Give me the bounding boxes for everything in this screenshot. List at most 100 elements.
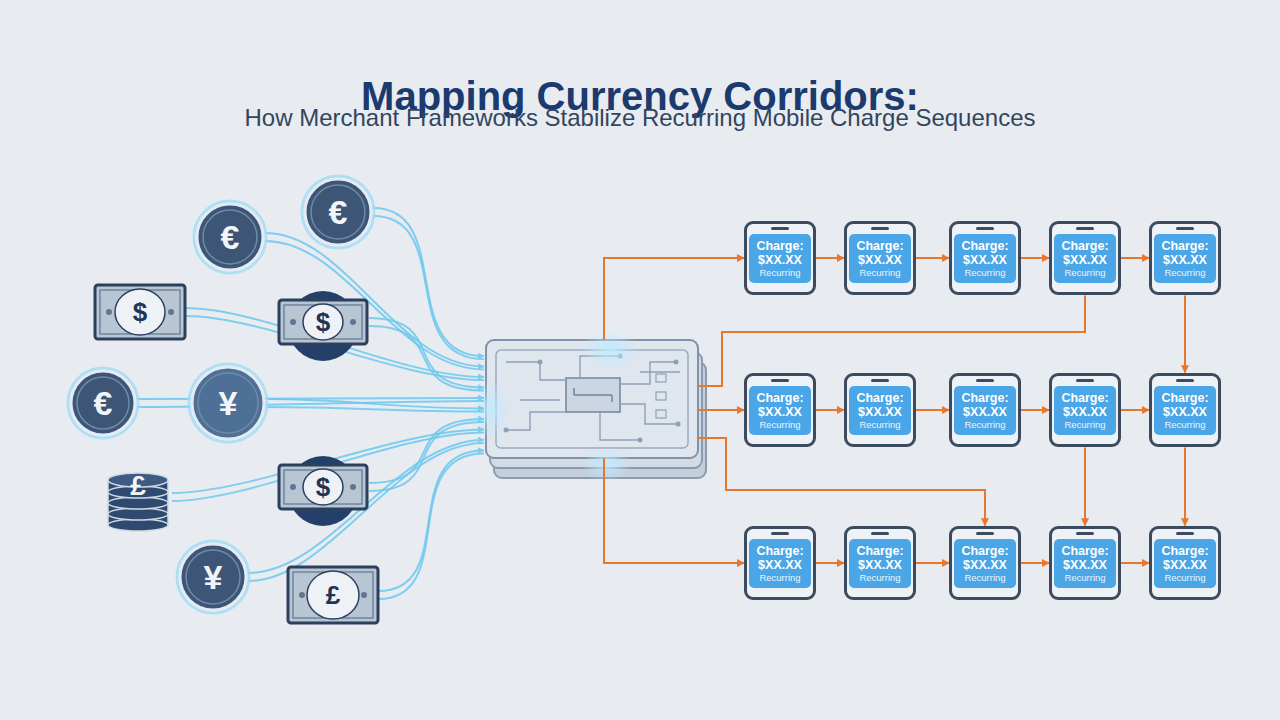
phone-notch	[1176, 532, 1194, 535]
flow-arrow	[1021, 562, 1049, 564]
charge-type: Recurring	[956, 573, 1014, 584]
phone-screen: Charge: $XX.XXRecurring	[749, 386, 811, 436]
phone-screen: Charge: $XX.XXRecurring	[1054, 386, 1116, 436]
phone-notch	[1176, 379, 1194, 382]
currency-icon: $	[275, 451, 371, 523]
charge-type: Recurring	[1056, 573, 1114, 584]
charge-type: Recurring	[1156, 573, 1214, 584]
currency-icon: ¥	[176, 540, 250, 614]
charge-type: Recurring	[1156, 420, 1214, 431]
flow-arrow	[816, 562, 844, 564]
currency-flow	[373, 216, 484, 359]
phone-screen: Charge: $XX.XXRecurring	[1054, 234, 1116, 284]
currency-flow	[248, 440, 484, 573]
phone-node: Charge: $XX.XXRecurring	[949, 221, 1021, 296]
flow-arrow	[1021, 409, 1049, 411]
processor-chip	[470, 330, 706, 482]
phone-node: Charge: $XX.XXRecurring	[744, 221, 816, 296]
phone-notch	[771, 532, 789, 535]
phone-node: Charge: $XX.XXRecurring	[1149, 221, 1221, 296]
charge-text: Charge: $XX.XX	[956, 239, 1014, 267]
currency-symbol: ¥	[204, 560, 223, 594]
phone-screen: Charge: $XX.XXRecurring	[749, 234, 811, 284]
currency-flow	[265, 241, 484, 370]
phone-node: Charge: $XX.XXRecurring	[844, 373, 916, 448]
flow-arrow	[1084, 447, 1086, 525]
currency-icon: $	[93, 283, 187, 341]
phone-node: Charge: $XX.XXRecurring	[1049, 526, 1121, 601]
currency-icon: €	[193, 200, 267, 274]
phone-node: Charge: $XX.XXRecurring	[1149, 526, 1221, 601]
charge-text: Charge: $XX.XX	[751, 544, 809, 572]
charge-type: Recurring	[751, 268, 809, 279]
charge-text: Charge: $XX.XX	[851, 391, 909, 419]
charge-text: Charge: $XX.XX	[1056, 391, 1114, 419]
phone-node: Charge: $XX.XXRecurring	[949, 373, 1021, 448]
currency-flow	[369, 318, 484, 388]
processor-feed	[698, 438, 985, 526]
phone-screen: Charge: $XX.XXRecurring	[1154, 539, 1216, 589]
currency-symbol: £	[130, 472, 146, 500]
charge-text: Charge: $XX.XX	[956, 391, 1014, 419]
phone-notch	[871, 379, 889, 382]
phone-node: Charge: $XX.XXRecurring	[844, 526, 916, 601]
phone-notch	[871, 227, 889, 230]
phone-screen: Charge: $XX.XXRecurring	[1154, 234, 1216, 284]
processor-feed	[604, 458, 744, 563]
flow-arrow	[1021, 257, 1049, 259]
charge-type: Recurring	[1156, 268, 1214, 279]
phone-notch	[976, 227, 994, 230]
flow-arrow	[816, 409, 844, 411]
charge-type: Recurring	[851, 573, 909, 584]
phone-screen: Charge: $XX.XXRecurring	[954, 539, 1016, 589]
charge-type: Recurring	[751, 573, 809, 584]
phone-node: Charge: $XX.XXRecurring	[744, 526, 816, 601]
charge-type: Recurring	[1056, 268, 1114, 279]
processor-feed	[698, 409, 744, 411]
phone-screen: Charge: $XX.XXRecurring	[749, 539, 811, 589]
charge-text: Charge: $XX.XX	[851, 544, 909, 572]
phone-screen: Charge: $XX.XXRecurring	[849, 386, 911, 436]
phone-notch	[1076, 227, 1094, 230]
phone-screen: Charge: $XX.XXRecurring	[1054, 539, 1116, 589]
phone-notch	[771, 379, 789, 382]
currency-icon: €	[301, 175, 375, 249]
phone-node: Charge: $XX.XXRecurring	[744, 373, 816, 448]
flow-arrow	[916, 409, 949, 411]
phone-node: Charge: $XX.XXRecurring	[844, 221, 916, 296]
currency-symbol: £	[326, 582, 340, 608]
charge-text: Charge: $XX.XX	[1156, 239, 1214, 267]
currency-symbol: €	[329, 195, 348, 229]
subtitle: How Merchant Frameworks Stabilize Recurr…	[0, 104, 1280, 132]
currency-symbol: €	[221, 220, 240, 254]
phone-screen: Charge: $XX.XXRecurring	[849, 234, 911, 284]
phone-node: Charge: $XX.XXRecurring	[949, 526, 1021, 601]
currency-icon: $	[275, 286, 371, 358]
charge-text: Charge: $XX.XX	[956, 544, 1014, 572]
flow-arrow	[1121, 562, 1149, 564]
phone-screen: Charge: $XX.XXRecurring	[1154, 386, 1216, 436]
currency-flow	[378, 454, 484, 600]
charge-text: Charge: $XX.XX	[1056, 544, 1114, 572]
processor-feed	[604, 258, 744, 340]
currency-flow	[265, 233, 484, 367]
charge-type: Recurring	[956, 268, 1014, 279]
currency-flow	[369, 326, 484, 391]
currency-icon: £	[286, 565, 380, 625]
charge-type: Recurring	[1056, 420, 1114, 431]
currency-symbol: $	[316, 309, 330, 335]
phone-screen: Charge: $XX.XXRecurring	[954, 386, 1016, 436]
charge-type: Recurring	[851, 268, 909, 279]
flow-arrow	[1121, 409, 1149, 411]
currency-icon: ¥	[188, 363, 268, 443]
flow-arrow	[916, 562, 949, 564]
currency-flow	[266, 407, 484, 412]
currency-symbol: €	[94, 386, 113, 420]
currency-icon: €	[67, 367, 139, 439]
charge-type: Recurring	[851, 420, 909, 431]
charge-text: Charge: $XX.XX	[1056, 239, 1114, 267]
flow-arrow	[1184, 295, 1186, 372]
phone-notch	[1076, 379, 1094, 382]
phone-notch	[976, 532, 994, 535]
